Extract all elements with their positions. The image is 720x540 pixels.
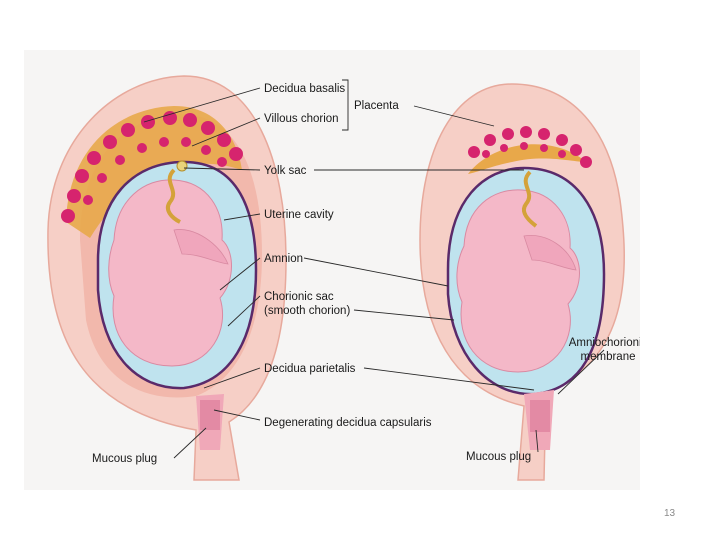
right-umbilical-cord	[521, 170, 538, 228]
left-villi	[61, 111, 243, 223]
leader-lines	[143, 79, 605, 459]
label-uterine-cavity: Uterine cavity	[264, 209, 334, 221]
label-mucous-plug-left: Mucous plug	[92, 453, 157, 465]
right-villi	[468, 126, 592, 168]
right-mucous-plug	[530, 400, 550, 432]
label-villous-chorion: Villous chorion	[264, 113, 339, 125]
right-fetus	[456, 189, 580, 373]
label-amnion: Amnion	[264, 253, 303, 265]
label-decidua-parietalis: Decidua parietalis	[264, 363, 356, 375]
left-uterus	[47, 75, 287, 481]
label-amniochorionic: Amniochorionic	[569, 337, 640, 349]
left-umbilical-cord	[165, 168, 181, 224]
left-fetus	[108, 179, 232, 367]
diagram-labels: Decidua basalis Villous chorion Placenta…	[92, 83, 640, 465]
label-decidua-basalis: Decidua basalis	[264, 83, 345, 95]
pregnancy-membranes-figure: Decidua basalis Villous chorion Placenta…	[24, 50, 640, 490]
label-degenerating-decidua-capsularis: Degenerating decidua capsularis	[264, 417, 432, 429]
label-membrane: membrane	[581, 351, 636, 363]
right-uterus	[419, 83, 625, 481]
diagram-svg: Decidua basalis Villous chorion Placenta…	[47, 75, 640, 481]
right-fetus-limb	[523, 234, 577, 271]
label-mucous-plug-right: Mucous plug	[466, 451, 531, 463]
left-mucous-plug	[200, 400, 220, 430]
left-fetus-limb	[173, 229, 229, 265]
left-yolk-sac	[176, 160, 188, 172]
label-yolk-sac: Yolk sac	[264, 165, 307, 177]
label-placenta: Placenta	[354, 100, 399, 112]
page-number: 13	[664, 508, 676, 519]
label-chorionic-sac: Chorionic sac	[264, 291, 334, 303]
label-smooth-chorion: (smooth chorion)	[264, 305, 350, 317]
right-placenta-band	[468, 144, 586, 174]
